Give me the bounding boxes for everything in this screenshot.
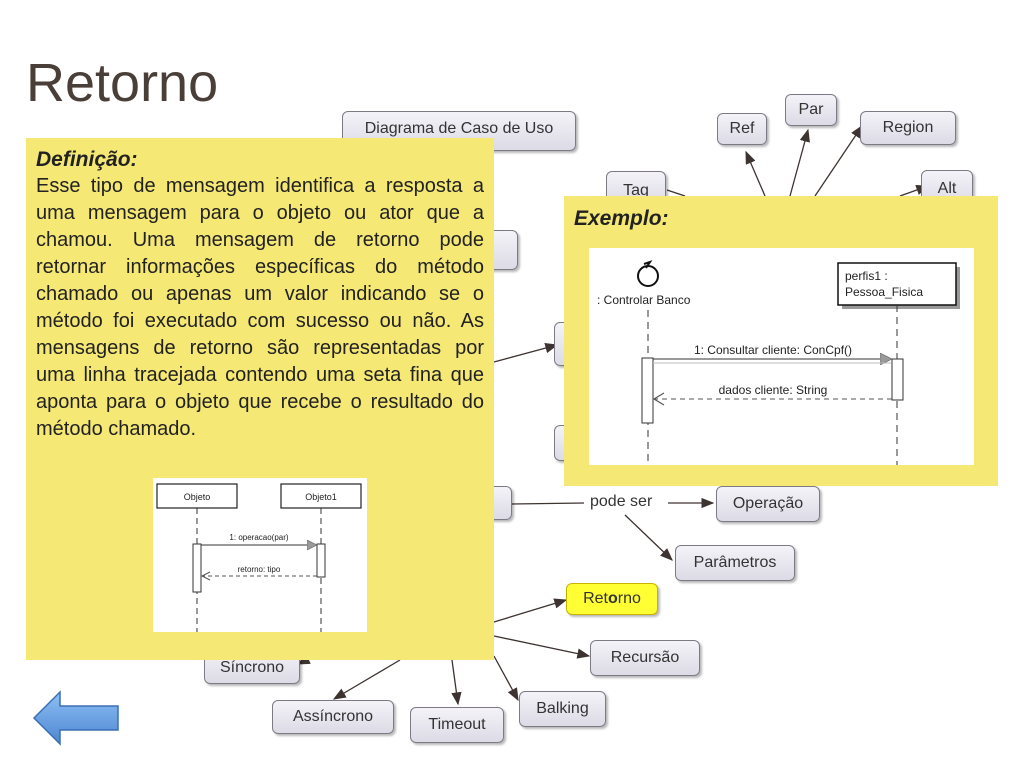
return-arrowhead [200,571,211,581]
label-pode-ser: pode ser [587,493,656,511]
connector-recursao [493,635,591,659]
node-label: Retorno [583,590,641,608]
node-label: Parâmetros [693,554,777,571]
node-retorno[interactable]: Retorno [566,583,658,615]
node-timeout[interactable]: Timeout [410,707,504,743]
connector-retorno [493,598,568,623]
node-recursao[interactable]: Recursão [590,640,700,676]
node-label: Tag [623,182,649,199]
sequence-diagram-example-svg: : Controlar Banco perfis1 : Pessoa_Fisic… [597,260,960,465]
node-label: Assíncrono [292,708,374,725]
activation-objeto [192,543,202,593]
node-label: Par [798,101,824,118]
connector-region [814,124,863,197]
node-label-a: Ret [583,590,608,607]
sequence-diagram-example: : Controlar Banco perfis1 : Pessoa_Fisic… [589,248,974,465]
node-par[interactable]: Par [785,94,837,126]
back-arrow-icon[interactable] [32,690,122,750]
definition-text: Esse tipo de mensagem identifica a respo… [36,175,484,440]
connector-timeout [451,659,462,706]
example-heading: Exemplo: [574,207,669,230]
node-label: Alt [937,180,957,197]
node-parametros[interactable]: Parâmetros [675,545,795,581]
node-label: Diagrama de Caso de Uso [364,120,554,137]
node-label: Region [882,119,934,136]
connector-podeser-left [511,502,585,505]
node-region[interactable]: Region [860,111,956,145]
node-assincrono[interactable]: Assíncrono [272,700,394,734]
node-label: Operação [732,495,804,512]
message-label: 1: operacao(par) [229,533,288,542]
lifeline-label-objeto1: Objeto1 [305,492,337,502]
connector-assincrono [332,659,401,700]
return-label: dados cliente: String [719,383,828,397]
activation-object [891,358,904,401]
connector-ref [745,150,766,197]
sequence-diagram-small: Objeto Objeto1 1: operacao(par) retorno:… [153,478,367,632]
return-label: retorno: tipo [238,565,281,574]
return-arrowhead [652,392,665,406]
node-label: Ref [729,120,755,137]
message-label: 1: Consultar cliente: ConCpf() [694,343,852,357]
connector-tag [666,189,686,197]
lifeline-box-objeto1 [280,483,362,509]
node-label: Balking [536,700,589,717]
node-label-b: o [608,590,618,607]
control-icon [637,265,659,287]
connector-par [789,128,810,197]
node-operacao[interactable]: Operação [716,486,820,522]
connector-balking [493,655,519,702]
connector-left [493,343,559,363]
connector-parametros [624,514,673,561]
definition-heading: Definição: [36,148,138,171]
node-label: Recursão [610,649,680,666]
actor-label: : Controlar Banco [597,293,691,307]
object-label-line1: perfis1 : [845,269,888,283]
object-label-line2: Pessoa_Fisica [845,285,923,299]
lifeline-label-objeto: Objeto [184,492,211,502]
node-label: Timeout [428,716,486,733]
control-icon-arrow [643,260,653,269]
node-balking[interactable]: Balking [519,691,606,727]
node-ref[interactable]: Ref [717,113,767,145]
sequence-diagram-small-svg: Objeto Objeto1 1: operacao(par) retorno:… [156,483,362,632]
node-label-c: rno [617,590,641,607]
lifeline-box-objeto [156,483,238,509]
node-label: Síncrono [219,659,285,676]
slide-title: Retorno [26,53,219,113]
activation-actor [641,357,654,424]
activation-objeto1 [316,543,326,578]
